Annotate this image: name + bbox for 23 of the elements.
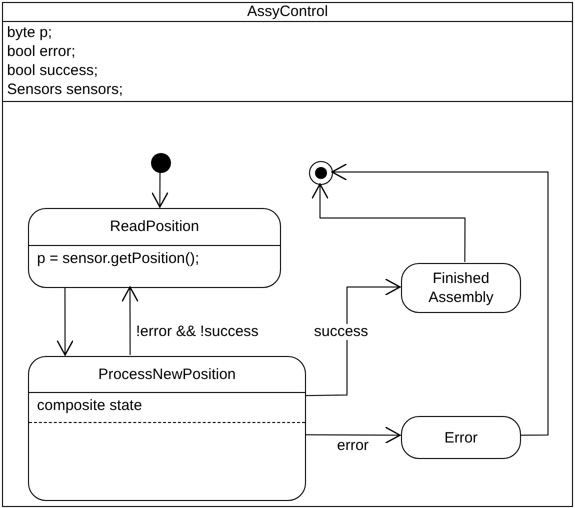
transition-arrow [304, 426, 401, 444]
transition-arrow [304, 278, 401, 396]
transition-arrow [151, 172, 169, 208]
compartment-text: p = sensor.getPosition(); [37, 250, 200, 268]
transition-arrow [121, 286, 139, 356]
transition-arrow [311, 183, 466, 262]
state-name: ProcessNewPosition [97, 366, 237, 384]
attribute-text: byte p; [7, 24, 52, 42]
state-box [401, 416, 521, 459]
state-box [28, 208, 281, 288]
class-name: AssyControl [246, 3, 329, 21]
state-name: Finished Assembly [427, 269, 495, 307]
transition-arrow [56, 286, 74, 356]
state-name: Error [443, 428, 479, 447]
state-name: ReadPosition [108, 218, 200, 236]
state-box [28, 356, 306, 501]
attribute-text: Sensors sensors; [7, 81, 123, 99]
compartment-text: composite state [37, 397, 142, 415]
attribute-text: bool error; [7, 43, 76, 61]
edge-label: success [313, 324, 370, 340]
attribute-text: bool success; [7, 62, 98, 80]
transition-arrow [331, 163, 548, 436]
state-box [401, 263, 521, 313]
